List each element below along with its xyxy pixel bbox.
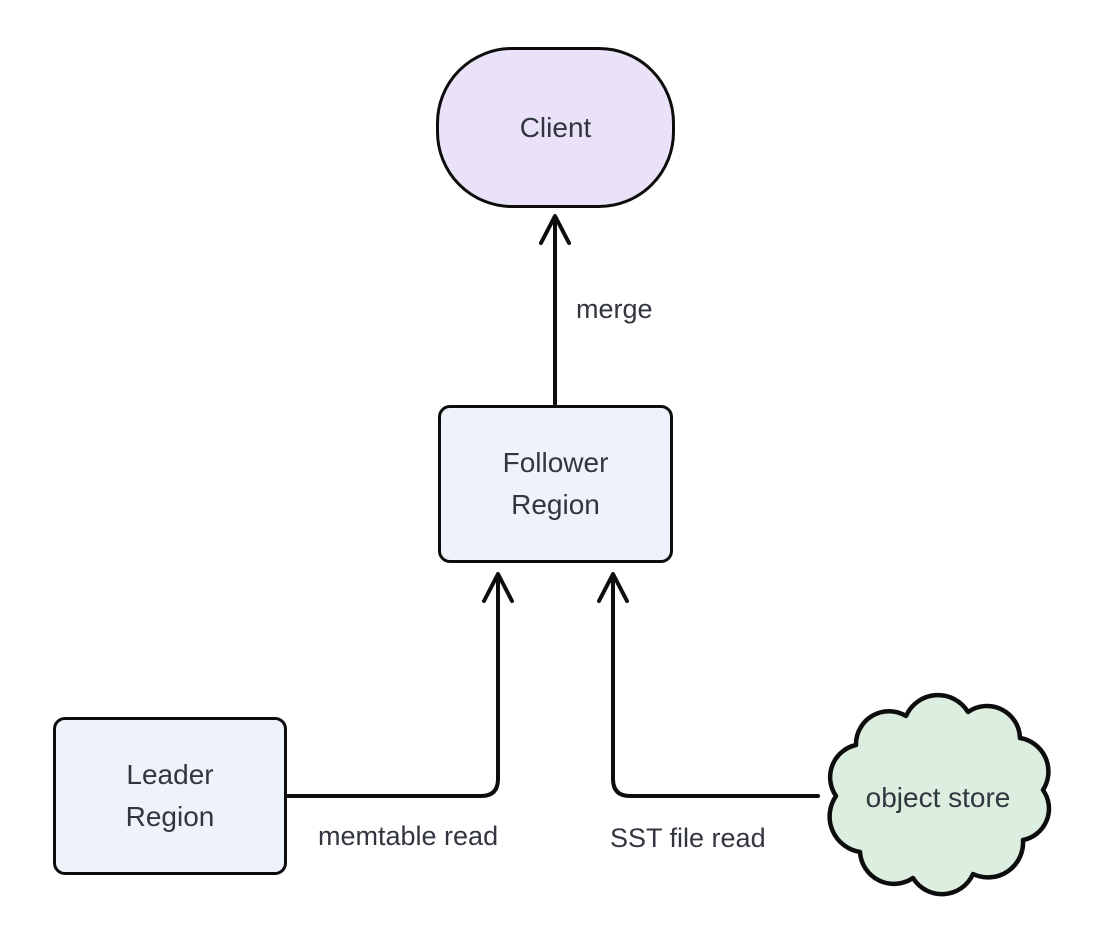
object-store-cloud-outline [827, 692, 1052, 897]
edge-sst-read-arrow [597, 572, 820, 798]
memtable-arrow-shaft [286, 576, 500, 798]
node-follower-region: Follower Region [438, 405, 673, 563]
edge-label-sst-file-read: SST file read [610, 823, 766, 853]
edge-label-merge: merge [576, 294, 653, 324]
memtable-arrowhead-icon [482, 572, 514, 603]
edge-label-memtable-read: memtable read [318, 821, 499, 851]
edge-memtable-read-arrow [286, 572, 514, 798]
cloud-shape [827, 692, 1052, 897]
node-client-label: Client [519, 111, 592, 143]
node-follower-region-label: Follower Region [502, 447, 609, 520]
sst-arrow-shaft [611, 576, 820, 798]
edge-merge-arrow [539, 214, 571, 406]
merge-arrowhead-icon [539, 214, 571, 245]
sst-arrowhead-icon [597, 572, 629, 603]
node-leader-region: Leader Region [53, 717, 287, 875]
node-object-store-label: object store [865, 782, 1011, 813]
node-leader-region-label: Leader Region [125, 759, 215, 832]
node-client: Client [436, 47, 675, 208]
